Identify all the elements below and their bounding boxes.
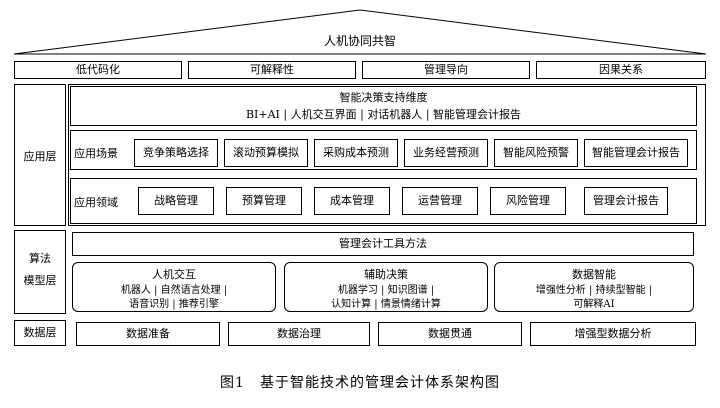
algorithm-layer-label-box	[14, 230, 66, 314]
scenario-business-forecast: 业务经营预测	[404, 139, 488, 167]
roof-title: 人机协同共智	[323, 34, 396, 48]
domain-cost: 成本管理	[314, 187, 390, 215]
model-decision-line1: 机器学习 | 知识图谱 |	[337, 285, 435, 296]
roof-outline	[13, 9, 707, 55]
model-hci	[72, 262, 276, 312]
support-item-chatbot: 对话机器人	[367, 108, 423, 121]
algorithm-layer-label-line1: 算法	[29, 252, 51, 265]
data-prep: 数据准备	[76, 322, 220, 346]
model-data-line1: 增强性分析 | 持续型智能 |	[535, 285, 653, 296]
domain-risk: 风险管理	[490, 187, 566, 215]
scenarios-label: 应用场景	[74, 147, 118, 160]
data-integration: 数据贯通	[378, 322, 522, 346]
principle-low-code: 低代码化	[14, 61, 182, 79]
domain-report: 管理会计报告	[584, 187, 668, 215]
domains-label: 应用领域	[74, 196, 118, 209]
management-methods-box: 管理会计工具方法	[72, 232, 694, 256]
model-decision-title: 辅助决策	[364, 268, 408, 281]
algorithm-layer-label-line2: 模型层	[23, 274, 57, 287]
domain-strategy: 战略管理	[138, 187, 214, 215]
principle-management: 管理导向	[362, 61, 530, 79]
model-decision-line2: 认知计算 | 情景情绪计算	[331, 299, 441, 310]
scenario-rolling-budget: 滚动预算模拟	[224, 139, 308, 167]
model-hci-line1: 机器人 | 自然语言处理 |	[120, 285, 228, 296]
application-layer-label: 应用层	[23, 150, 57, 163]
data-augmented-analysis: 增强型数据分析	[530, 322, 696, 346]
decision-support-box	[70, 86, 697, 126]
scenario-competitive-strategy: 竞争策略选择	[134, 139, 218, 167]
domain-operations: 运营管理	[402, 187, 478, 215]
data-governance: 数据治理	[228, 322, 370, 346]
model-data-title: 数据智能	[572, 268, 616, 281]
support-item-bi-ai: BI+AI	[245, 108, 280, 121]
model-data-line2: 可解释AI	[573, 299, 615, 310]
scenario-risk-warning: 智能风险预警	[494, 139, 578, 167]
principle-causality: 因果关系	[536, 61, 706, 79]
data-layer-label: 数据层	[14, 320, 66, 346]
model-hci-title: 人机交互	[152, 268, 196, 281]
support-item-report: 智能管理会计报告	[433, 108, 522, 121]
support-item-hci: 人机交互界面	[290, 108, 357, 121]
decision-support-title: 智能决策支持维度	[339, 91, 428, 104]
scenario-procurement-cost: 采购成本预测	[314, 139, 398, 167]
model-data-intelligence	[494, 262, 694, 312]
domain-budget: 预算管理	[226, 187, 302, 215]
principle-explainability: 可解释性	[188, 61, 356, 79]
scenario-smart-report: 智能管理会计报告	[584, 139, 688, 167]
model-decision-support	[284, 262, 488, 312]
application-layer-label-box	[14, 84, 66, 226]
model-hci-line2: 语音识别 | 推荐引擎	[129, 299, 219, 310]
decision-support-items: BI+AI | 人机交互界面 | 对话机器人 | 智能管理会计报告	[245, 108, 522, 121]
figure-caption: 图1 基于智能技术的管理会计体系架构图	[220, 375, 500, 391]
